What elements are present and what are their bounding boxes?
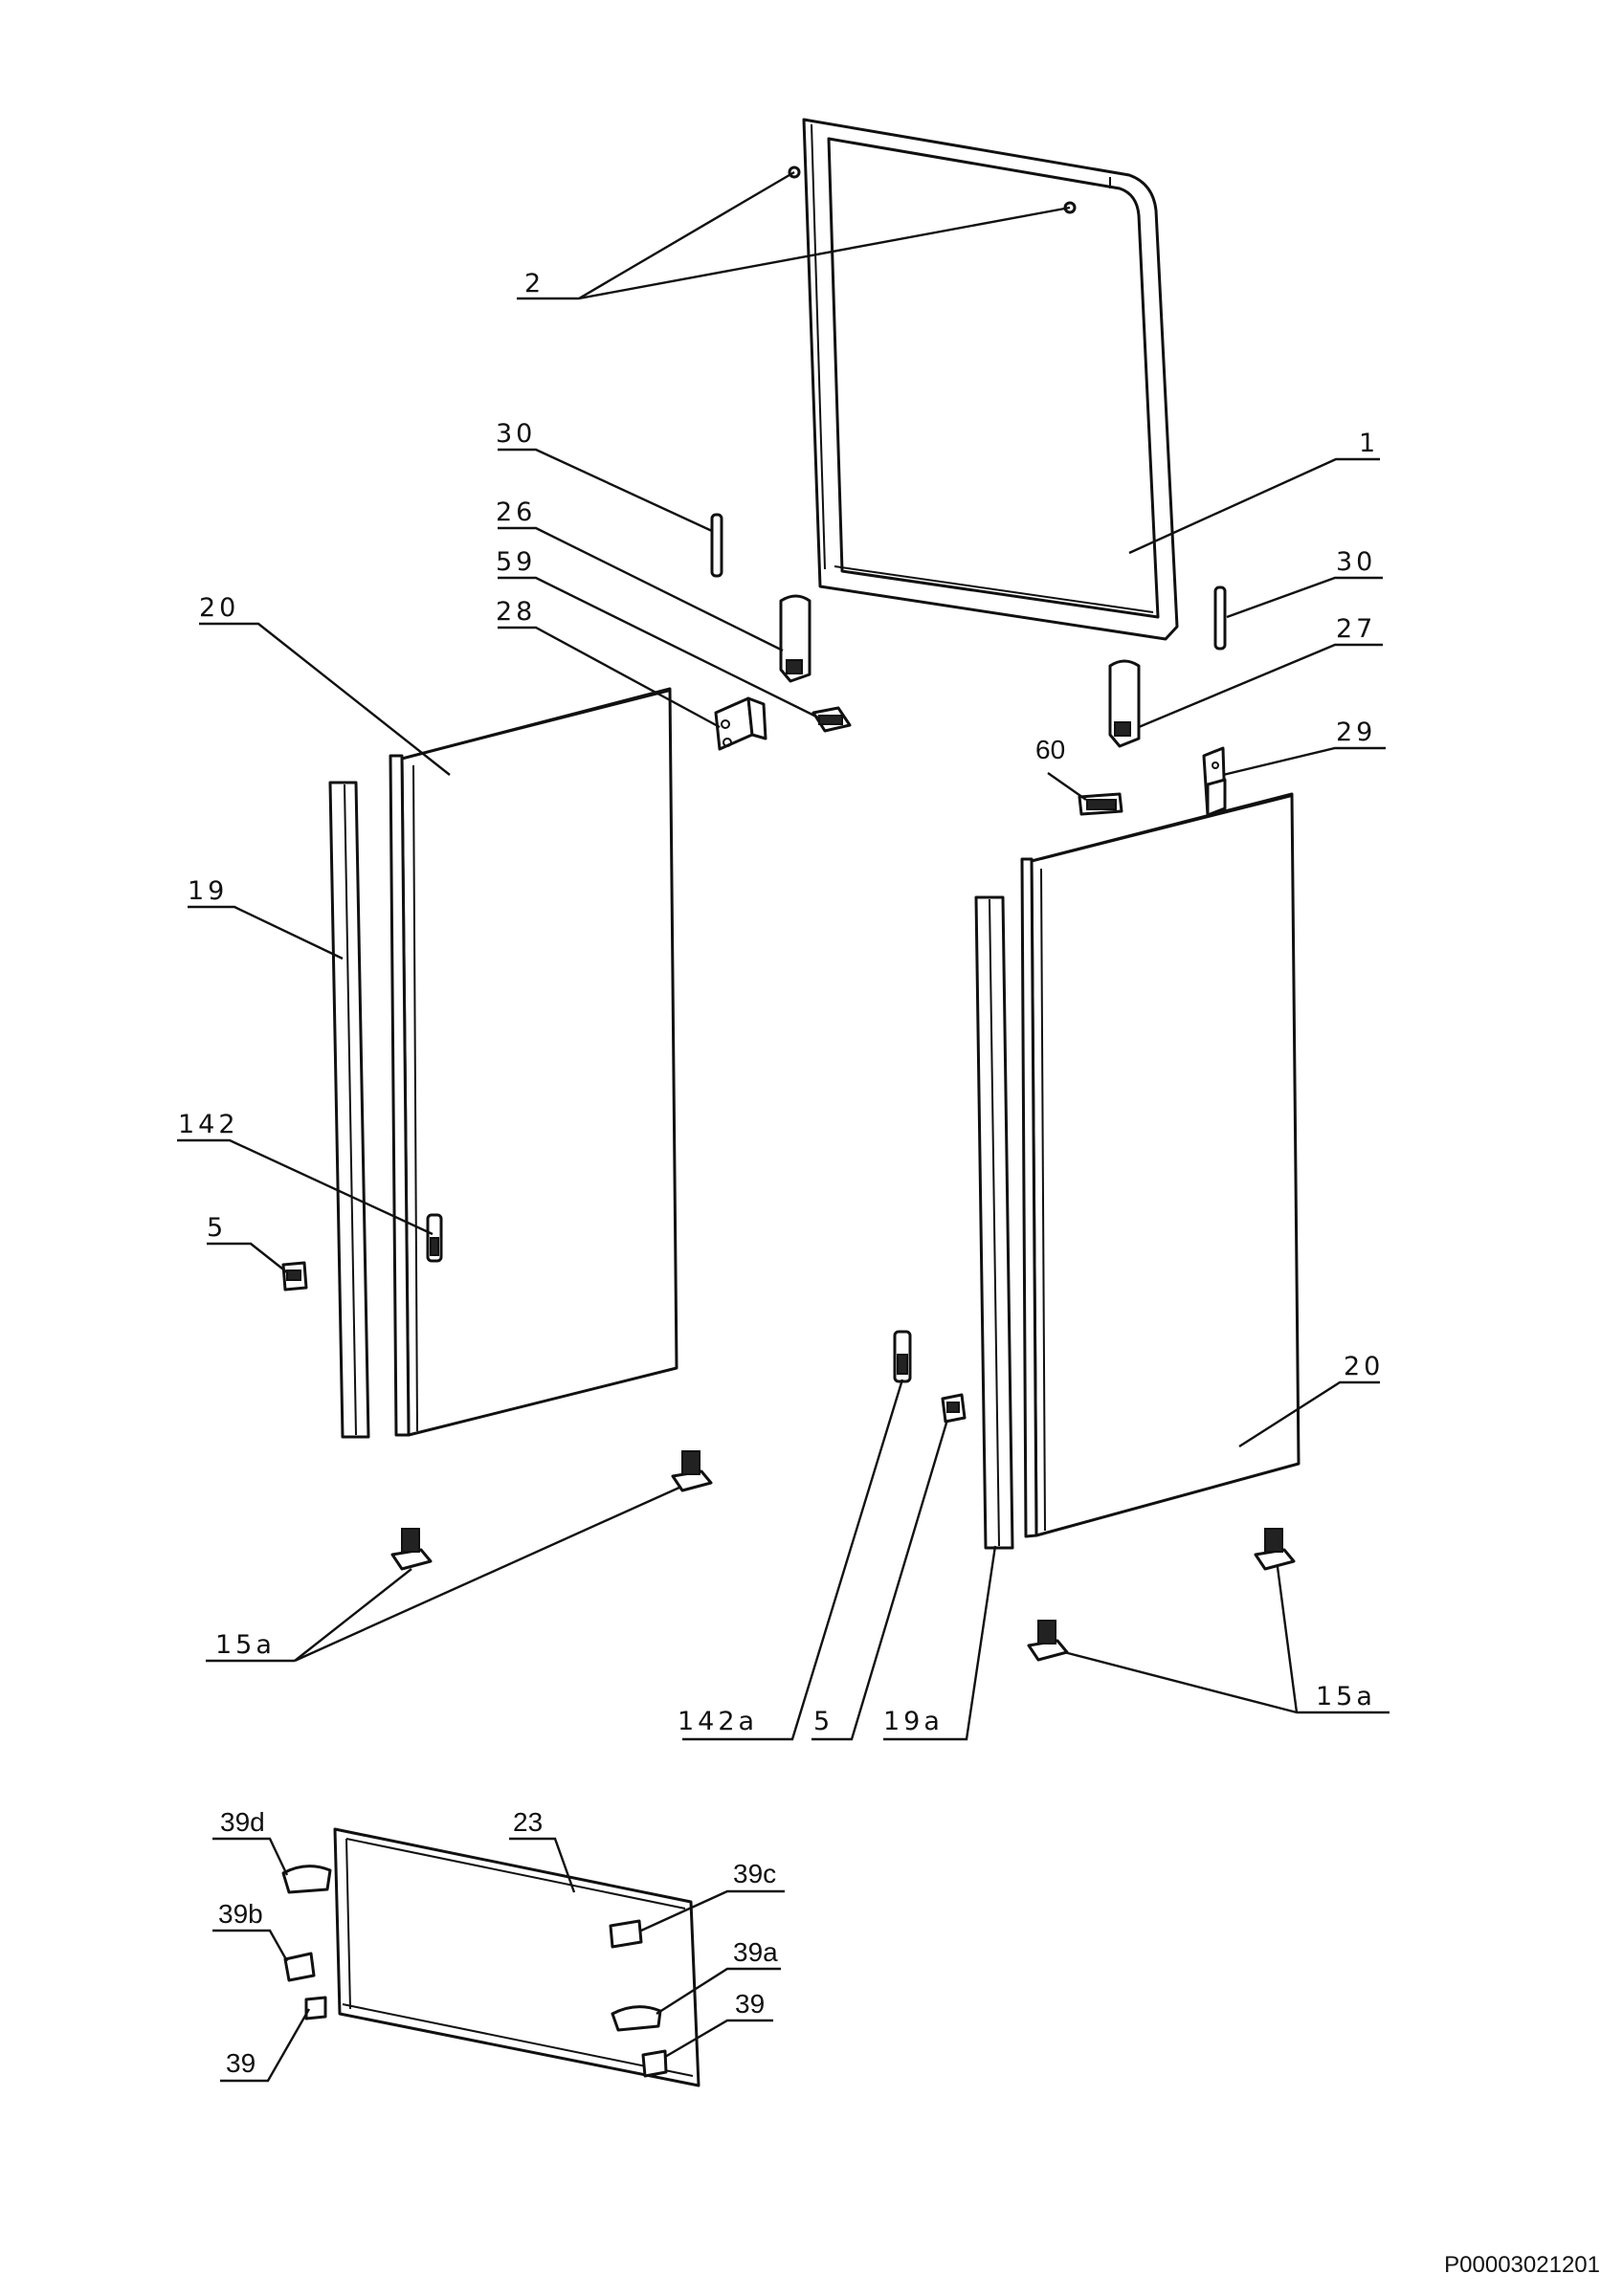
callout-5-left: 5	[207, 1213, 227, 1243]
callout-39a: 39a	[733, 1937, 778, 1967]
part-142a-handle	[893, 1330, 912, 1383]
part-30-left-rod	[710, 513, 723, 578]
callout-39-right: 39	[735, 1989, 765, 2019]
part-60-clip	[1078, 792, 1123, 816]
callout-142: 142	[178, 1110, 239, 1139]
part-1-frame	[802, 118, 1179, 641]
part-15a-foot-2	[671, 1450, 713, 1492]
part-39-right-clip	[641, 2049, 668, 2078]
part-5-mid-clip	[941, 1393, 967, 1424]
callout-39-left: 39	[226, 2048, 256, 2078]
callout-28: 28	[496, 597, 536, 627]
part-5-left-clip	[281, 1261, 308, 1292]
callout-142a: 142a	[678, 1707, 758, 1736]
callout-labels: 2 1 30 30 26 59 28 20 27 29 60 19 142 5 …	[178, 269, 1384, 2078]
leader-lines	[177, 170, 1390, 2083]
callout-2: 2	[524, 269, 545, 298]
callout-30-right: 30	[1336, 547, 1376, 577]
part-15a-foot-3	[1254, 1528, 1296, 1571]
part-142-handle	[426, 1213, 443, 1263]
callout-27: 27	[1336, 614, 1376, 644]
part-20-right-panel	[1020, 792, 1301, 1538]
callout-39c: 39c	[733, 1859, 776, 1888]
callout-1: 1	[1359, 429, 1379, 458]
part-20-left-panel	[389, 687, 678, 1437]
callout-19a: 19a	[883, 1707, 944, 1736]
callout-15a-left: 15a	[215, 1630, 276, 1660]
callout-19: 19	[188, 876, 228, 906]
part-30-right-rod	[1213, 585, 1227, 651]
part-28-hinge	[714, 696, 767, 751]
part-27-bracket	[1108, 659, 1141, 748]
part-39b-clip	[283, 1952, 316, 1982]
part-29-hinge	[1202, 746, 1227, 817]
callout-30-left: 30	[496, 419, 536, 449]
callout-20-left: 20	[199, 593, 239, 623]
callout-29: 29	[1336, 718, 1376, 747]
callout-20-right: 20	[1344, 1352, 1384, 1381]
callout-26: 26	[496, 497, 536, 527]
callout-23: 23	[513, 1807, 543, 1837]
callout-15a-right: 15a	[1316, 1682, 1376, 1711]
callout-59: 59	[496, 547, 536, 577]
part-19a-right-profile	[974, 895, 1014, 1550]
callout-39b: 39b	[218, 1899, 263, 1929]
part-39a-clip	[611, 2005, 662, 2032]
callout-39d: 39d	[220, 1807, 265, 1837]
part-23-bottom-panel	[333, 1827, 700, 2087]
callout-5-mid: 5	[813, 1707, 834, 1736]
part-59-clip	[812, 706, 852, 733]
part-19-left-profile	[328, 781, 370, 1439]
part-39-left-clip	[304, 1996, 327, 2020]
part-26-bracket	[779, 594, 812, 683]
callout-60: 60	[1035, 735, 1065, 764]
part-39d-clip	[281, 1865, 332, 1894]
part-15a-foot-1	[390, 1528, 433, 1571]
part-15a-foot-4	[1027, 1620, 1069, 1662]
document-code: P00003021201	[1444, 2252, 1600, 2278]
part-39c-clip	[609, 1919, 643, 1949]
